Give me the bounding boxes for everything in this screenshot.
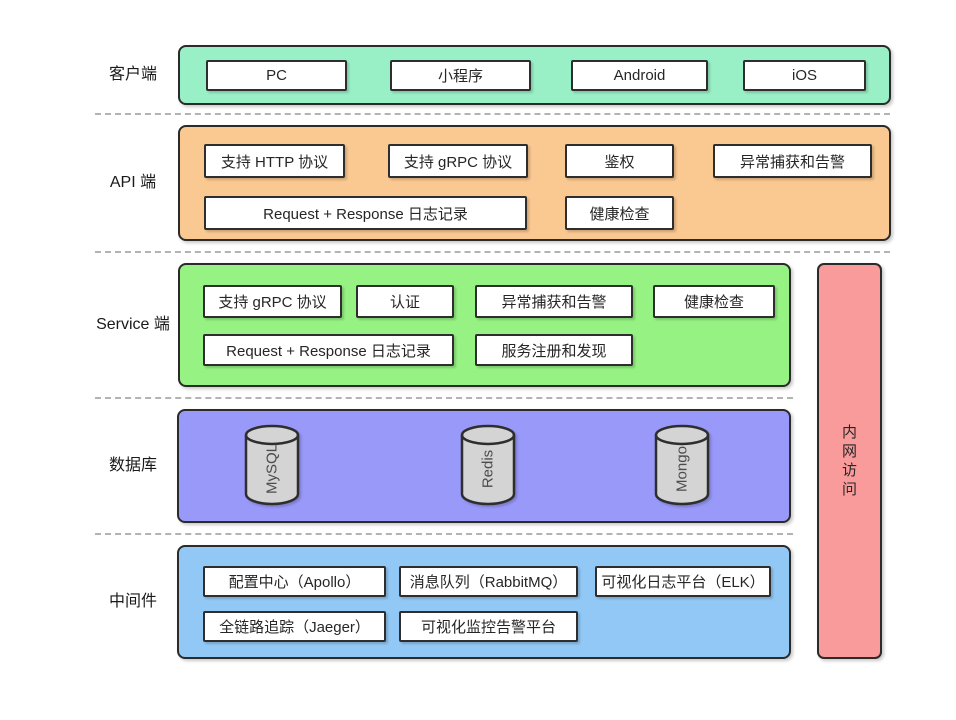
box-authentication: 鉴权: [565, 144, 674, 178]
intranet-access-label: 内网访问: [841, 424, 857, 498]
cylinder-label: Redis: [479, 450, 497, 489]
mysql-database-cylinder: MySQL: [243, 424, 301, 508]
layer-band-client: PC 小程序 Android iOS: [178, 45, 891, 105]
box-exception-alert-api: 异常捕获和告警: [713, 144, 872, 178]
layer-label-database: 数据库: [108, 457, 157, 474]
layer-band-api: 支持 HTTP 协议 支持 gRPC 协议 鉴权 异常捕获和告警 Request…: [178, 125, 891, 241]
layer-band-database: MySQL Redis Mongo: [177, 409, 791, 523]
layer-label-api: API 端: [109, 174, 157, 191]
box-android: Android: [571, 60, 708, 91]
box-pc: PC: [206, 60, 347, 91]
box-service-registry: 服务注册和发现: [475, 334, 633, 366]
layer-label-service: Service 端: [96, 316, 170, 333]
box-tracing-jaeger: 全链路追踪（Jaeger）: [203, 611, 386, 642]
box-authn: 认证: [356, 285, 454, 318]
layer-label-middleware: 中间件: [108, 593, 157, 610]
mongo-database-cylinder: Mongo: [653, 424, 711, 508]
cylinder-icon: [460, 424, 516, 506]
cylinder-label: MySQL: [263, 444, 281, 495]
dashed-separator: [95, 251, 890, 253]
box-exception-alert-service: 异常捕获和告警: [475, 285, 633, 318]
cylinder-icon: [654, 424, 710, 506]
box-monitor-alert-platform: 可视化监控告警平台: [399, 611, 578, 642]
box-request-log-api: Request + Response 日志记录: [204, 196, 527, 230]
dashed-separator: [95, 397, 793, 399]
box-message-queue-rabbitmq: 消息队列（RabbitMQ）: [399, 566, 578, 597]
box-request-log-service: Request + Response 日志记录: [203, 334, 454, 366]
dashed-separator: [95, 533, 793, 535]
box-grpc-protocol-api: 支持 gRPC 协议: [388, 144, 528, 178]
layer-label-client: 客户端: [108, 66, 157, 83]
box-health-check-api: 健康检查: [565, 196, 674, 230]
cylinder-label: Mongo: [673, 446, 691, 493]
box-config-center-apollo: 配置中心（Apollo）: [203, 566, 386, 597]
box-mini-program: 小程序: [390, 60, 531, 91]
layer-band-middleware: 配置中心（Apollo） 消息队列（RabbitMQ） 可视化日志平台（ELK）…: [177, 545, 791, 659]
box-grpc-protocol-service: 支持 gRPC 协议: [203, 285, 342, 318]
box-ios: iOS: [743, 60, 866, 91]
cylinder-icon: [244, 424, 300, 506]
intranet-access-band: 内网访问: [817, 263, 882, 659]
layer-band-service: 支持 gRPC 协议 认证 异常捕获和告警 健康检查 Request + Res…: [178, 263, 791, 387]
box-http-protocol: 支持 HTTP 协议: [204, 144, 345, 178]
box-health-check-service: 健康检查: [653, 285, 775, 318]
dashed-separator: [95, 113, 890, 115]
redis-database-cylinder: Redis: [459, 424, 517, 508]
box-log-platform-elk: 可视化日志平台（ELK）: [595, 566, 771, 597]
